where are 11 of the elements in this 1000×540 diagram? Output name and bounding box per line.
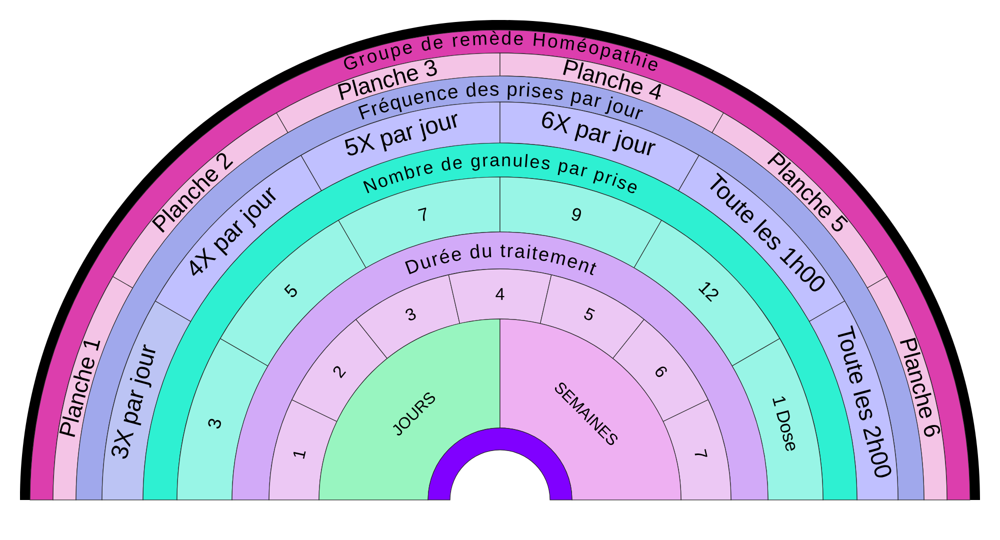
arc-segment: 5	[540, 274, 644, 359]
arc-segment: 6	[612, 319, 708, 422]
arc-segment: 1	[268, 399, 338, 500]
arc-segment: 2	[292, 319, 388, 422]
arc-segment: 3	[176, 338, 268, 500]
arc-segment: 1 Dose	[732, 338, 824, 500]
arc-segment: 3X par jour	[102, 300, 192, 500]
arc-segment: Toute les 2h00	[808, 300, 898, 500]
arc-segment: 4	[448, 268, 552, 324]
arc-segment: 7	[662, 399, 732, 500]
arc-segment: 3	[356, 274, 460, 359]
